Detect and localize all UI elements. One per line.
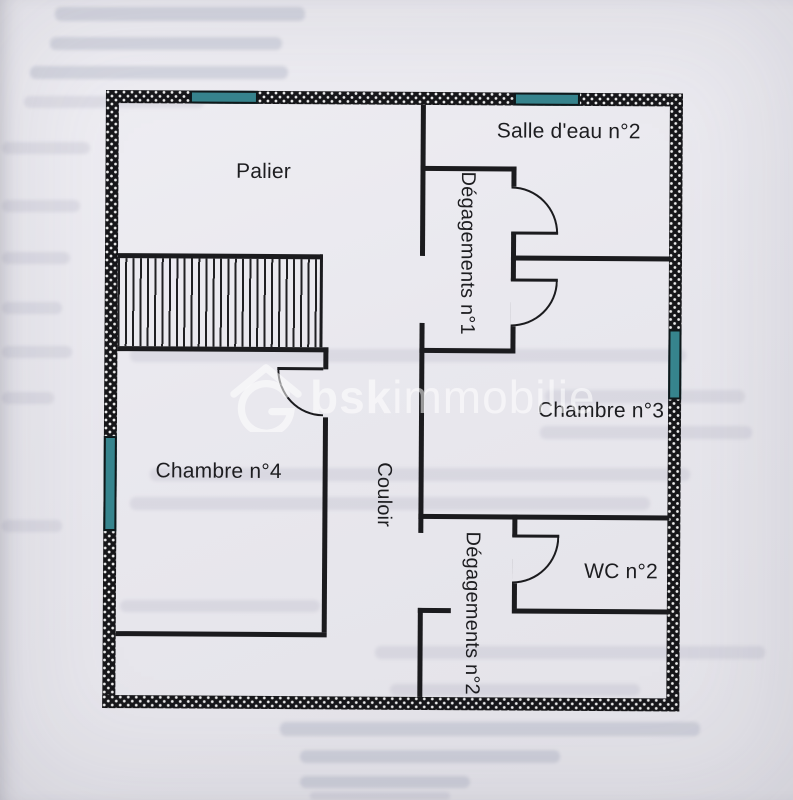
wall-chambre4-right-stub — [323, 347, 329, 370]
wall-chambre4-top — [117, 346, 329, 353]
ghost-text-line — [310, 792, 450, 800]
ghost-text-line — [2, 302, 62, 314]
window-right — [668, 329, 682, 400]
room-label-degagements-2: Dégagements n°2 — [460, 531, 484, 695]
wall-chambre4-bottom — [115, 631, 327, 638]
ghost-text-line — [280, 722, 700, 736]
room-label-salle-eau-2: Salle d'eau n°2 — [496, 119, 641, 144]
wall-chambre3-bottom — [418, 513, 670, 521]
ghost-text-line — [30, 66, 288, 79]
outer-wall-right — [666, 93, 683, 712]
wall-deg2-stub — [417, 607, 451, 614]
wall-couloir-right — [418, 322, 425, 533]
wall-wc-bottom — [511, 608, 669, 615]
wall-deg1-bottom — [419, 347, 516, 354]
staircase — [117, 253, 324, 348]
floor-plan: Palier Salle d'eau n°2 Dégagements n°1 C… — [102, 90, 683, 712]
room-label-couloir: Couloir — [372, 462, 396, 528]
ghost-text-line — [55, 7, 305, 21]
ghost-text-line — [2, 252, 70, 264]
ghost-text-line — [2, 346, 72, 358]
ghost-text-line — [540, 426, 752, 439]
ghost-text-line — [390, 684, 640, 696]
room-label-chambre-4: Chambre n°4 — [155, 459, 282, 484]
ghost-text-line — [2, 200, 80, 212]
door-arc-salle-eau — [511, 186, 559, 234]
ghost-text-line — [50, 37, 282, 50]
wall-couloir-right-lower — [417, 607, 423, 697]
wall-deg1-right-c — [510, 326, 516, 349]
door-arc-chambre3 — [510, 280, 558, 327]
ghost-text-line — [2, 392, 54, 404]
window-top-right — [513, 92, 580, 106]
wall-salle-eau-bottom — [510, 255, 671, 262]
door-arc-wc — [511, 536, 560, 584]
window-left — [103, 435, 117, 532]
ghost-text-line — [2, 520, 62, 532]
wall-palier-deg1-upper — [419, 104, 426, 256]
door-arc-chambre4 — [277, 369, 324, 417]
window-top-left — [189, 90, 258, 104]
ghost-text-line — [300, 750, 560, 763]
room-label-degagements-1: Dégagements n°1 — [456, 171, 480, 335]
outer-wall-bottom — [102, 694, 680, 712]
wall-wc-left-a — [512, 514, 518, 537]
wall-chambre4-right — [321, 417, 329, 633]
ghost-text-line — [300, 776, 470, 788]
wall-deg1-right-a — [511, 166, 517, 187]
room-label-chambre-3: Chambre n°3 — [537, 398, 665, 423]
room-label-wc-2: WC n°2 — [584, 559, 659, 584]
wall-wc-left-b — [511, 583, 517, 609]
ghost-text-line — [545, 390, 745, 403]
room-label-palier: Palier — [235, 159, 292, 184]
outer-wall-left — [102, 90, 119, 709]
ghost-text-line — [130, 349, 686, 362]
ghost-text-line — [2, 142, 90, 154]
ghost-text-line — [120, 600, 320, 612]
ghost-text-line — [130, 497, 650, 510]
